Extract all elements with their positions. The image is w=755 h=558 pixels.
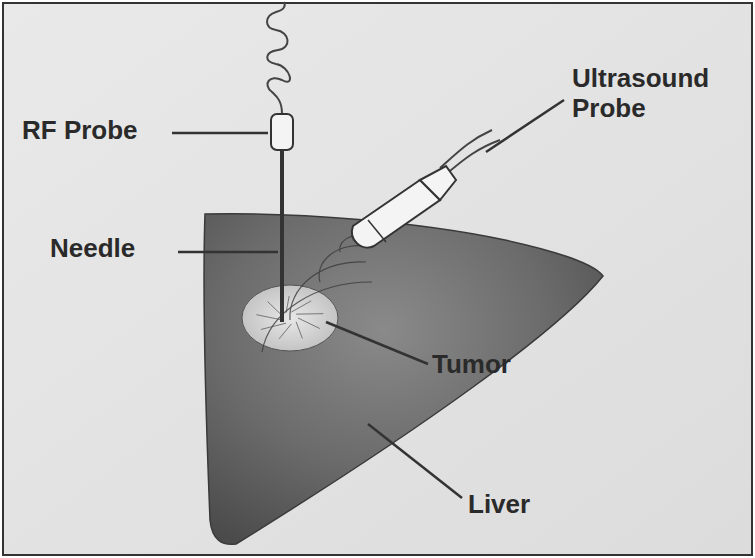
part-label: RF Probe: [22, 116, 172, 146]
part-label: Needle: [50, 234, 176, 264]
ultrasound-probe: [352, 130, 500, 248]
part-label: Tumor: [432, 350, 552, 380]
rf-probe-handle: [271, 114, 293, 150]
liver-outline: [204, 214, 603, 545]
needle: [280, 148, 284, 322]
part-label: Liver: [468, 490, 588, 520]
probe-cable: [267, 2, 290, 114]
leader-lines: [172, 100, 564, 498]
background: [3, 3, 752, 555]
part-label: Ultrasound Probe: [572, 64, 748, 124]
